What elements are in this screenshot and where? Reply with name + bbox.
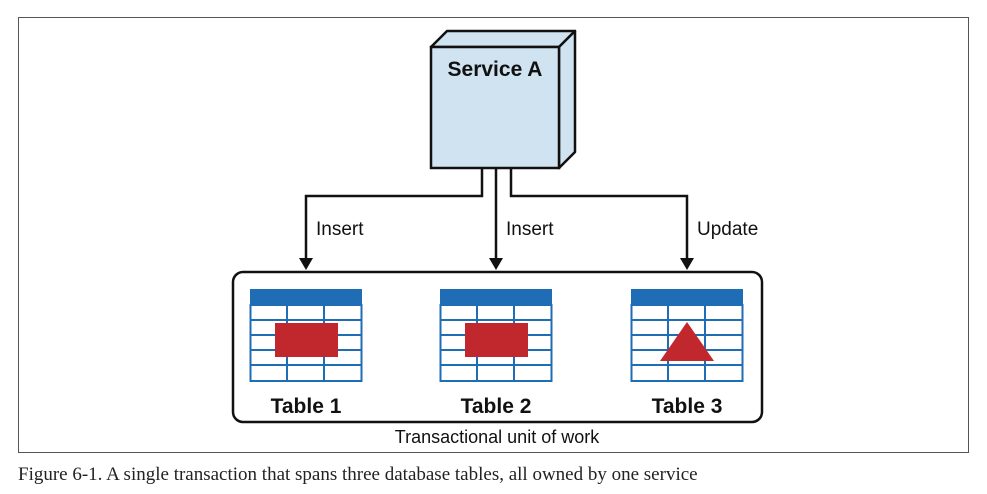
arrow-line-table-1: [304, 168, 484, 260]
arrowhead-table-1: [299, 258, 313, 270]
service-a-node: Service A: [429, 29, 577, 170]
arrowhead-table-3: [680, 258, 694, 270]
arrowhead-table-2: [489, 258, 503, 270]
arrow-line-table-3: [509, 168, 689, 260]
table-2-header: [440, 289, 552, 305]
figure-caption: Figure 6-1. A single transaction that sp…: [18, 464, 698, 485]
table-3-label: Table 3: [652, 395, 723, 418]
arrow-label-table-2: Insert: [506, 219, 554, 240]
table-3-marker: [660, 322, 714, 361]
table-1-body: [249, 304, 363, 382]
service-box-front: [429, 45, 561, 170]
table-1-header: [250, 289, 362, 305]
service-box-side: [557, 29, 577, 170]
arrow-label-table-1: Insert: [316, 219, 364, 240]
table-1-label: Table 1: [271, 395, 342, 418]
connectors: [304, 168, 689, 260]
table-2-marker: [465, 323, 528, 357]
service-label: Service A: [448, 58, 543, 81]
transactional-unit-label: Transactional unit of work: [395, 427, 600, 447]
arrowheads: [299, 258, 694, 270]
table-2-icon: [439, 289, 553, 382]
table-1-icon: [249, 289, 363, 382]
table-1-marker: [275, 323, 338, 357]
service-box-top: [429, 29, 577, 49]
table-3-header: [631, 289, 743, 305]
table-2-label: Table 2: [461, 395, 532, 418]
arrow-label-table-3: Update: [697, 219, 758, 240]
table-3-icon: [630, 289, 744, 382]
